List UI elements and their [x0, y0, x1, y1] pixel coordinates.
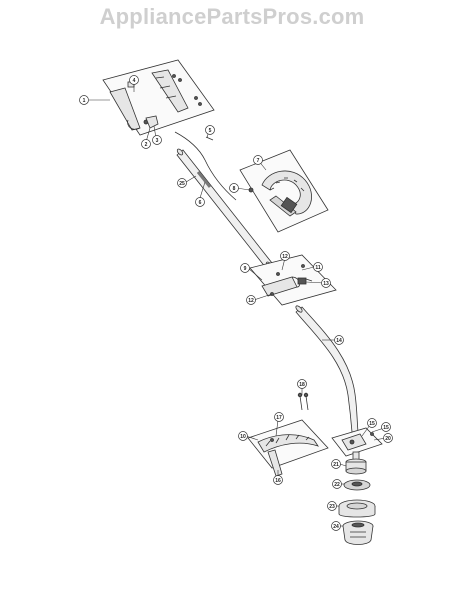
callout-labels: 1 2 3 4 5 6 7 8 9 10 11 12 12 13 14 15 1…	[79, 75, 393, 531]
svg-text:7: 7	[257, 158, 260, 164]
callout-14: 14	[334, 335, 344, 345]
callout-15-a: 15	[367, 418, 377, 428]
handle-housing-assembly	[102, 59, 215, 136]
callout-15-b: 15	[381, 422, 391, 432]
callout-1: 1	[79, 95, 89, 105]
svg-text:5: 5	[209, 128, 212, 134]
bump-knob	[342, 520, 374, 545]
callout-4: 4	[129, 75, 139, 85]
svg-text:15: 15	[383, 425, 389, 431]
callout-8: 8	[229, 183, 239, 193]
svg-text:9: 9	[244, 266, 247, 272]
svg-text:18: 18	[299, 382, 305, 388]
assist-handle-assembly	[239, 149, 329, 233]
callout-11: 11	[313, 262, 323, 272]
lower-curved-shaft	[295, 305, 359, 433]
arbor-assembly	[345, 451, 367, 475]
svg-text:23: 23	[329, 504, 335, 510]
svg-text:10: 10	[240, 434, 246, 440]
svg-text:8: 8	[233, 186, 236, 192]
leader-lines	[89, 84, 387, 527]
callout-3: 3	[152, 135, 162, 145]
callout-2: 2	[141, 139, 151, 149]
svg-text:4: 4	[133, 78, 136, 84]
svg-text:22: 22	[334, 482, 340, 488]
callout-5: 5	[205, 125, 215, 135]
callout-6: 6	[195, 197, 205, 207]
washer	[343, 479, 371, 491]
callout-18: 18	[297, 379, 307, 389]
callout-25: 25	[177, 178, 187, 188]
svg-text:6: 6	[199, 200, 202, 206]
svg-text:15: 15	[369, 421, 375, 427]
svg-text:21: 21	[333, 462, 339, 468]
svg-text:24: 24	[333, 524, 339, 530]
svg-text:17: 17	[276, 415, 282, 421]
callout-10: 10	[238, 431, 248, 441]
svg-text:16: 16	[275, 478, 281, 484]
callout-12-upper: 12	[280, 251, 290, 261]
svg-text:2: 2	[145, 142, 148, 148]
gearhead-assembly	[331, 427, 383, 457]
callout-23: 23	[327, 501, 337, 511]
svg-text:1: 1	[83, 98, 86, 104]
svg-text:12: 12	[248, 298, 254, 304]
svg-text:12: 12	[282, 254, 288, 260]
guard-assembly	[247, 419, 329, 477]
callout-12-lower: 12	[246, 295, 256, 305]
callout-21: 21	[331, 459, 341, 469]
svg-text:11: 11	[315, 265, 321, 271]
shaft-coupler-assembly	[249, 254, 337, 306]
callout-16: 16	[273, 475, 283, 485]
callout-7: 7	[253, 155, 263, 165]
callout-13: 13	[321, 278, 331, 288]
callout-20: 20	[383, 433, 393, 443]
watermark-text: AppliancePartsPros.com	[99, 4, 365, 29]
spool-housing	[338, 499, 376, 518]
svg-text:20: 20	[385, 436, 391, 442]
svg-text:25: 25	[179, 181, 185, 187]
svg-text:3: 3	[156, 138, 159, 144]
svg-text:13: 13	[323, 281, 329, 287]
svg-text:14: 14	[336, 338, 342, 344]
callout-24: 24	[331, 521, 341, 531]
callout-9: 9	[240, 263, 250, 273]
callout-22: 22	[332, 479, 342, 489]
callout-17: 17	[274, 412, 284, 422]
screws	[297, 392, 309, 411]
